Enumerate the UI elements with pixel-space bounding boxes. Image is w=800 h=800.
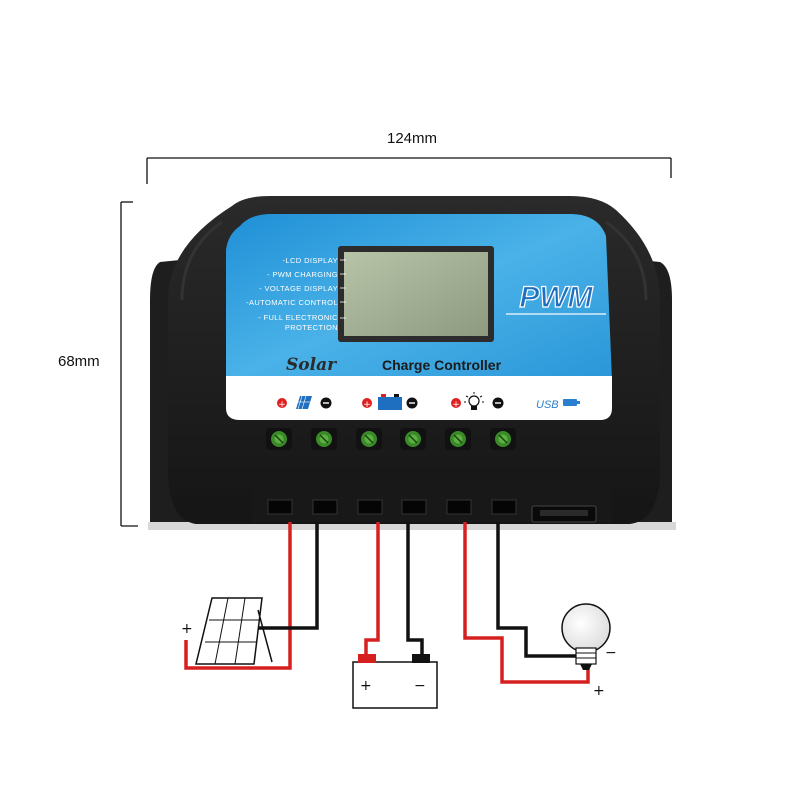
plus-dot: [277, 398, 287, 408]
feature-item: - PWM CHARGING: [267, 270, 338, 279]
terminal-screw[interactable]: [490, 428, 516, 450]
battery-plus-sign: +: [360, 678, 372, 694]
feature-item: -AUTOMATIC CONTROL: [246, 298, 338, 307]
feature-list: -LCD DISPLAY - PWM CHARGING - VOLTAGE DI…: [246, 256, 346, 332]
terminal-screw[interactable]: [356, 428, 382, 450]
battery-icon: [378, 394, 402, 410]
width-dimension: 124mm: [146, 130, 672, 184]
width-label: 124mm: [387, 130, 437, 147]
usb-icon: USB: [536, 399, 580, 411]
feature-item: PROTECTION: [285, 323, 338, 332]
battery-icon: [352, 654, 438, 709]
terminal-screw[interactable]: [266, 428, 292, 450]
solar-minus-sign: −: [256, 621, 268, 637]
lcd-display: [344, 252, 488, 336]
terminal-screws: [266, 428, 516, 450]
feature-item: - VOLTAGE DISPLAY: [259, 284, 338, 293]
charge-controller: -LCD DISPLAY - PWM CHARGING - VOLTAGE DI…: [148, 196, 676, 530]
solar-panel-icon: [195, 597, 273, 665]
load-positive-wire: [463, 522, 590, 684]
light-bulb-icon: [561, 603, 611, 670]
load-negative-wire: [496, 522, 578, 658]
battery-positive-wire: [364, 522, 380, 654]
terminal-legend-strip: [226, 376, 612, 420]
svg-text:+: +: [452, 400, 460, 410]
wire-slots: [267, 499, 517, 515]
solar-positive-wire: [184, 522, 292, 670]
terminal-screw[interactable]: [445, 428, 471, 450]
solar-plus-sign: +: [181, 621, 193, 637]
terminal-legend: + + +: [277, 392, 580, 411]
charge-controller-label: Charge Controller: [382, 357, 502, 373]
solar-panel-icon: [296, 395, 312, 410]
svg-text:+: +: [363, 400, 371, 410]
battery-minus-sign: −: [414, 678, 426, 694]
bulb-plus-sign: +: [593, 683, 605, 699]
feature-item: -LCD DISPLAY: [282, 256, 338, 265]
terminal-screw[interactable]: [311, 428, 337, 450]
svg-text:+: +: [278, 400, 286, 410]
usb-label: USB: [536, 399, 559, 411]
height-dimension: 68mm: [58, 201, 138, 527]
solar-negative-wire: [258, 522, 319, 630]
feature-item: - FULL ELECTRONIC: [258, 313, 338, 322]
height-label: 68mm: [58, 353, 100, 370]
plus-dot: [451, 398, 461, 408]
terminal-screw[interactable]: [400, 428, 426, 450]
battery-negative-wire: [406, 522, 424, 654]
wiring: [184, 522, 590, 684]
light-bulb-icon: [464, 392, 484, 410]
bulb-minus-sign: −: [605, 645, 617, 661]
pwm-logo: PWM: [519, 281, 593, 314]
solar-label: Solar: [286, 355, 337, 375]
plus-dot: [362, 398, 372, 408]
